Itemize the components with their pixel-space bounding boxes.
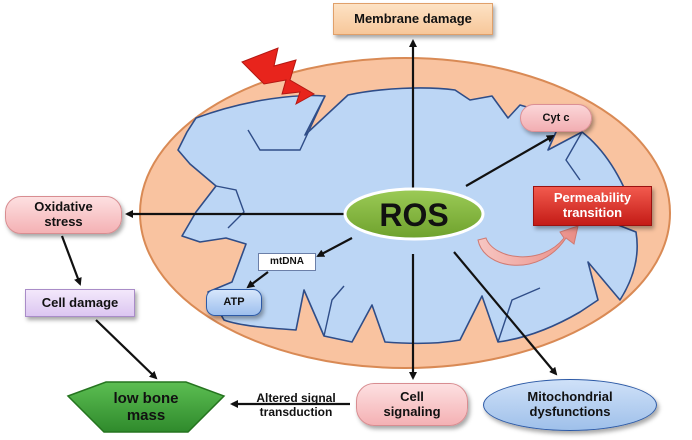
altered-line1: Altered signal [256, 391, 336, 405]
cristae-line [323, 285, 345, 337]
cristae-line [565, 131, 583, 181]
cyt-c-label: Cyt c [542, 111, 570, 124]
cristae-line [247, 95, 326, 151]
oxidative-line2: stress [44, 214, 83, 229]
cristae-line [215, 185, 245, 229]
cell-damage-node: Cell damage [25, 289, 135, 317]
mito-line1: Mitochondrial [527, 389, 613, 405]
membrane-damage-label: Membrane damage [354, 10, 472, 26]
permeability-transition-node: Permeability transition [533, 186, 652, 226]
atp-node: ATP [206, 289, 262, 316]
cell-signaling-line1: Cell [400, 388, 424, 404]
cell-signaling-line2: signaling [383, 403, 441, 419]
mtdna-node: mtDNA [258, 253, 316, 271]
mtdna-label: mtDNA [270, 256, 304, 268]
arrow-oxidative-to-damage [60, 235, 82, 286]
ros-node [343, 187, 485, 241]
cell-signaling-label: Cell signaling [383, 388, 441, 420]
arrow-mtdna-to-atp [246, 271, 269, 289]
arrow-ros-to-mtdna [316, 237, 353, 257]
oxidative-stress-node: Oxidative stress [5, 196, 122, 234]
permeability-line1: Permeability [553, 190, 632, 206]
membrane-damage-node: Membrane damage [333, 3, 493, 35]
altered-signal-transduction-label: Altered signal transduction [236, 391, 356, 420]
curved-arrow-icon [477, 225, 579, 266]
mitochondrial-dysfunctions-node: Mitochondrial dysfunctions [483, 379, 657, 431]
altered-line2: transduction [259, 405, 333, 420]
mitochondrial-dysfunctions-label: Mitochondrial dysfunctions [527, 389, 613, 420]
arrow-damage-to-bone [95, 319, 158, 380]
cell-damage-label: Cell damage [41, 294, 119, 310]
atp-label: ATP [223, 296, 245, 309]
oxidative-stress-label: Oxidative stress [34, 199, 93, 230]
low-bone-mass-shape [66, 381, 226, 433]
arrow-ros-to-mito [453, 251, 558, 376]
cyt-c-node: Cyt c [520, 104, 592, 132]
arrow-ros-to-cytc [465, 135, 555, 187]
cell-signaling-node: Cell signaling [356, 383, 468, 426]
cristae-line [497, 287, 541, 343]
mito-line2: dysfunctions [529, 404, 611, 419]
permeability-line2: transition [562, 205, 623, 220]
oxidative-line1: Oxidative [34, 199, 93, 215]
lightning-bolt-icon [241, 47, 316, 106]
permeability-transition-label: Permeability transition [553, 190, 632, 221]
